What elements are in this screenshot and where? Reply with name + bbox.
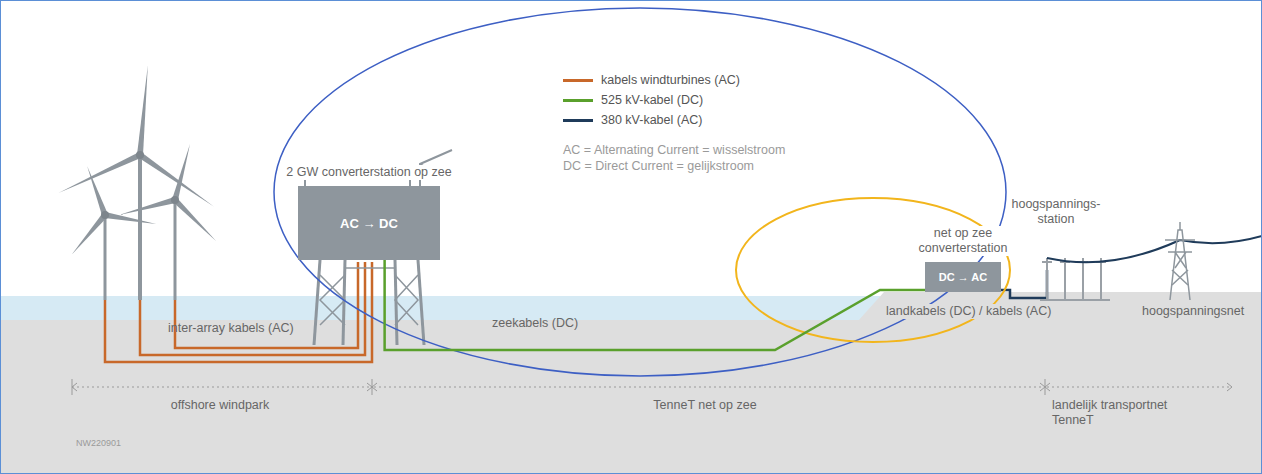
- yellow-highlight-ellipse: [736, 198, 1010, 342]
- turbine-hub: [171, 196, 179, 204]
- legend-row: kabels windturbines (AC): [563, 72, 740, 88]
- wind-turbines: [57, 65, 218, 300]
- cable-label: landkabels (DC) / kabels (AC): [884, 304, 1053, 319]
- turbine-hub: [101, 211, 109, 219]
- legend-text: 380 kV-kabel (AC): [601, 112, 702, 128]
- seabed: [0, 320, 1262, 474]
- pylon: [1165, 222, 1195, 300]
- turbine-blade: [137, 65, 151, 155]
- legend-row: 380 kV-kabel (AC): [563, 112, 702, 128]
- substation-label: hoogspannings- station: [1008, 197, 1104, 227]
- legend-text: 525 kV-kabel (DC): [601, 92, 703, 108]
- turbine-tower: [138, 155, 142, 300]
- station-heading: net op zee converterstation: [906, 226, 1020, 256]
- turbine-blade: [104, 212, 156, 227]
- turbine-blade: [118, 197, 176, 218]
- land: [858, 292, 1262, 321]
- legend-swatch: [563, 119, 593, 122]
- zone-label: offshore windpark: [140, 398, 300, 413]
- inter-array-cables: [105, 262, 372, 362]
- substation: [1040, 258, 1110, 300]
- turbine-hub: [136, 151, 144, 159]
- legend-row: 525 kV-kabel (DC): [563, 92, 703, 108]
- platform-jacket: [314, 260, 424, 345]
- legend-text: kabels windturbines (AC): [601, 72, 740, 88]
- cable-label: inter-array kabels (AC): [168, 321, 338, 336]
- note-ac: AC = Alternating Current = wisselstroom: [563, 143, 863, 158]
- onshore-converter: DC → ACnet op zee converterstation: [925, 262, 1001, 292]
- cable-label: zeekabels (DC): [492, 316, 612, 331]
- zone-label: landelijk transportnet TenneT: [1052, 398, 1202, 428]
- zone-label: TenneT net op zee: [630, 398, 780, 413]
- dimension-lines: [72, 387, 1232, 388]
- turbine-blade: [172, 143, 193, 201]
- dimension-ticks: [72, 379, 1232, 395]
- conversion-label: AC → DC: [340, 216, 398, 231]
- conversion-label: DC → AC: [939, 271, 987, 283]
- grid-label: hoogspanningsnet: [1140, 304, 1246, 319]
- turbine-tower: [174, 200, 177, 300]
- legend-swatch: [563, 79, 593, 82]
- turbine-blade: [138, 153, 215, 210]
- turbine-blade: [173, 198, 218, 243]
- turbine-blade: [69, 213, 107, 257]
- note-dc: DC = Direct Current = gelijkstroom: [563, 159, 863, 174]
- turbine-tower: [104, 215, 107, 300]
- converter-platform: AC → DC2 GW converterstation op zee: [298, 186, 440, 260]
- overhead-line: [1047, 236, 1262, 262]
- turbine-blade: [57, 152, 141, 195]
- legend-swatch: [563, 99, 593, 102]
- drawing-number: NW220901: [76, 438, 156, 449]
- station-heading: 2 GW converterstation op zee: [282, 165, 456, 180]
- hvdc-cable: [385, 260, 925, 350]
- blue-highlight-ellipse: [274, 8, 1006, 376]
